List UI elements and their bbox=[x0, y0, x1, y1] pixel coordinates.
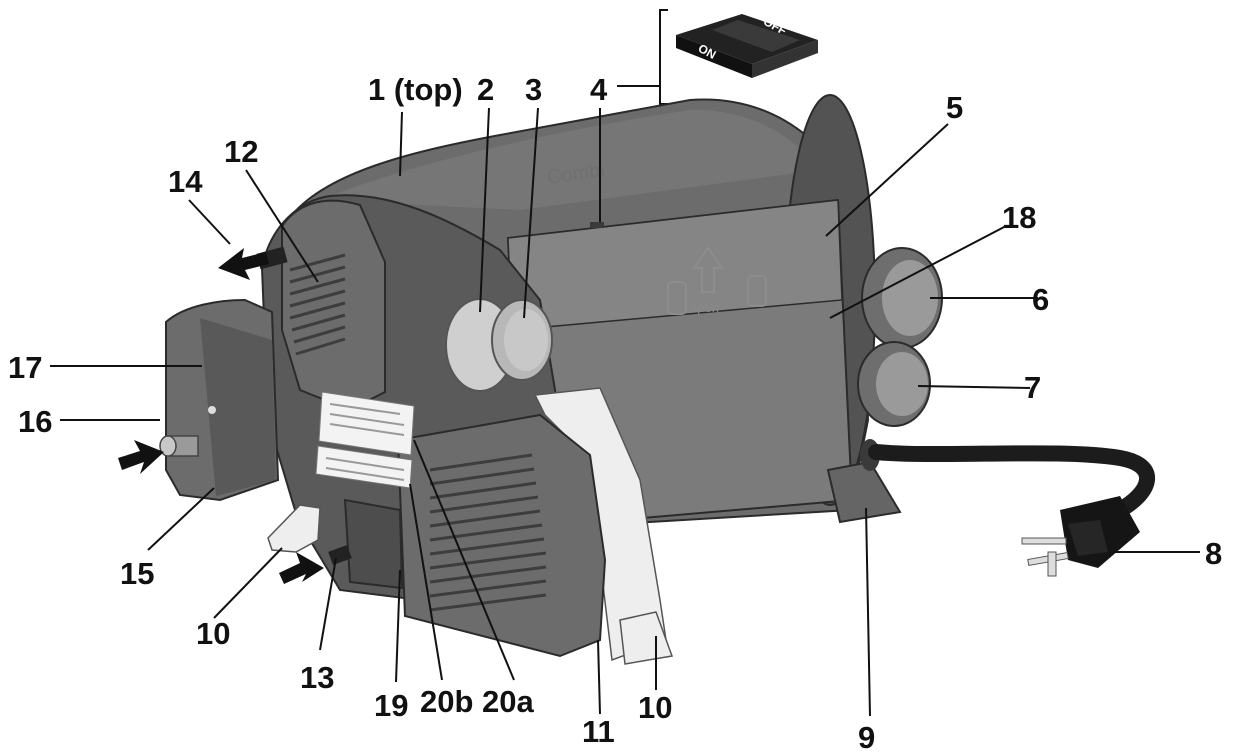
water-inlet-connector bbox=[159, 435, 199, 457]
mounting-foot-right bbox=[826, 460, 902, 524]
callout-9: 9 bbox=[858, 720, 875, 755]
callout-8: 8 bbox=[1205, 536, 1222, 571]
power-cord bbox=[860, 439, 1156, 518]
callout-20b: 20b bbox=[420, 684, 473, 719]
callout-12: 12 bbox=[224, 134, 258, 169]
callout-17: 17 bbox=[8, 350, 42, 385]
switch-bracket bbox=[659, 9, 668, 105]
callout-10-left: 10 bbox=[196, 616, 230, 651]
on-off-switch-inset: ON OFF bbox=[676, 14, 818, 78]
callout-13: 13 bbox=[300, 660, 334, 695]
electrical-connection-box bbox=[165, 298, 280, 502]
callout-6: 6 bbox=[1032, 282, 1049, 317]
lower-recess-cover bbox=[343, 498, 404, 590]
callout-18: 18 bbox=[1002, 200, 1036, 235]
lower-fan-housing bbox=[396, 413, 607, 658]
callout-14: 14 bbox=[168, 164, 203, 199]
type-plate-upper bbox=[318, 391, 415, 456]
callout-20a: 20a bbox=[482, 684, 534, 719]
callout-labels: 1 (top) 2 3 4 5 6 7 8 9 10 10 11 12 13 1… bbox=[8, 72, 1222, 755]
callout-7: 7 bbox=[1024, 370, 1041, 405]
leader-lines bbox=[50, 85, 1200, 717]
side-cover-panel: open bbox=[506, 198, 854, 527]
drain-valve-stub bbox=[328, 545, 352, 565]
upper-vent-block bbox=[281, 199, 386, 412]
mounting-foot-right-front bbox=[619, 611, 674, 665]
callout-1-top: 1 (top) bbox=[368, 72, 463, 107]
callout-16: 16 bbox=[18, 404, 52, 439]
exhaust-pipe bbox=[491, 299, 553, 381]
hot-air-outlet-lower bbox=[857, 341, 931, 427]
callout-10-right: 10 bbox=[638, 690, 672, 725]
callout-4: 4 bbox=[590, 72, 608, 107]
water-drain-arrow-13 bbox=[279, 552, 324, 584]
callout-5: 5 bbox=[946, 90, 963, 125]
upper-vent-grille bbox=[289, 253, 346, 356]
callout-15: 15 bbox=[120, 556, 154, 591]
lower-vent-grille bbox=[429, 453, 547, 612]
power-plug bbox=[1021, 496, 1140, 577]
callout-3: 3 bbox=[525, 72, 542, 107]
callout-11: 11 bbox=[582, 714, 615, 749]
water-in-arrow-16 bbox=[118, 440, 164, 474]
air-out-arrow-14 bbox=[218, 248, 269, 280]
callout-19: 19 bbox=[374, 688, 408, 723]
door-open-text: open bbox=[690, 300, 719, 315]
mounting-foot-left bbox=[267, 504, 321, 553]
callout-2: 2 bbox=[477, 72, 494, 107]
